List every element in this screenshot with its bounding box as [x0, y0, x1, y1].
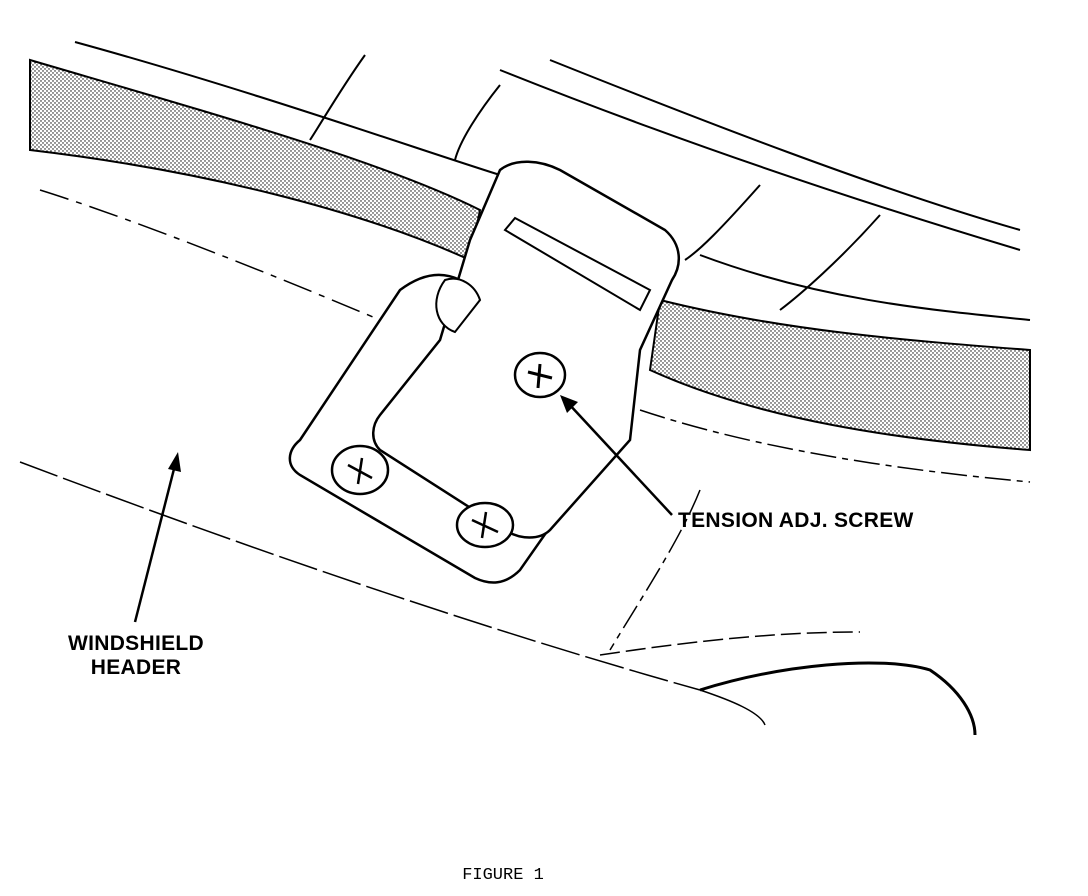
tension-screw	[513, 351, 567, 399]
mount-screw-right	[455, 501, 515, 549]
lower-contour-thin	[699, 689, 766, 726]
windshield-header-label: WINDSHIELD HEADER	[56, 632, 216, 680]
header-dash-lines	[19, 189, 1031, 691]
weatherstrip-band	[29, 58, 482, 262]
windshield-header-label-line1: WINDSHIELD	[68, 632, 204, 655]
figure-caption: FIGURE 1	[462, 866, 544, 885]
lower-contour	[699, 661, 977, 736]
latch-hook-slot	[503, 216, 652, 312]
windshield-header-arrow	[133, 452, 181, 623]
latch-hinge	[435, 277, 482, 334]
tension-screw-arrow	[560, 395, 673, 516]
latch-hook	[372, 160, 680, 539]
windshield-header-label-line2: HEADER	[90, 656, 182, 679]
roof-panel-lines	[74, 41, 1031, 321]
tension-adj-screw-label: TENSION ADJ. SCREW	[678, 509, 914, 532]
mount-screw-left	[330, 444, 390, 496]
weatherstrip-band-right	[648, 298, 1031, 452]
